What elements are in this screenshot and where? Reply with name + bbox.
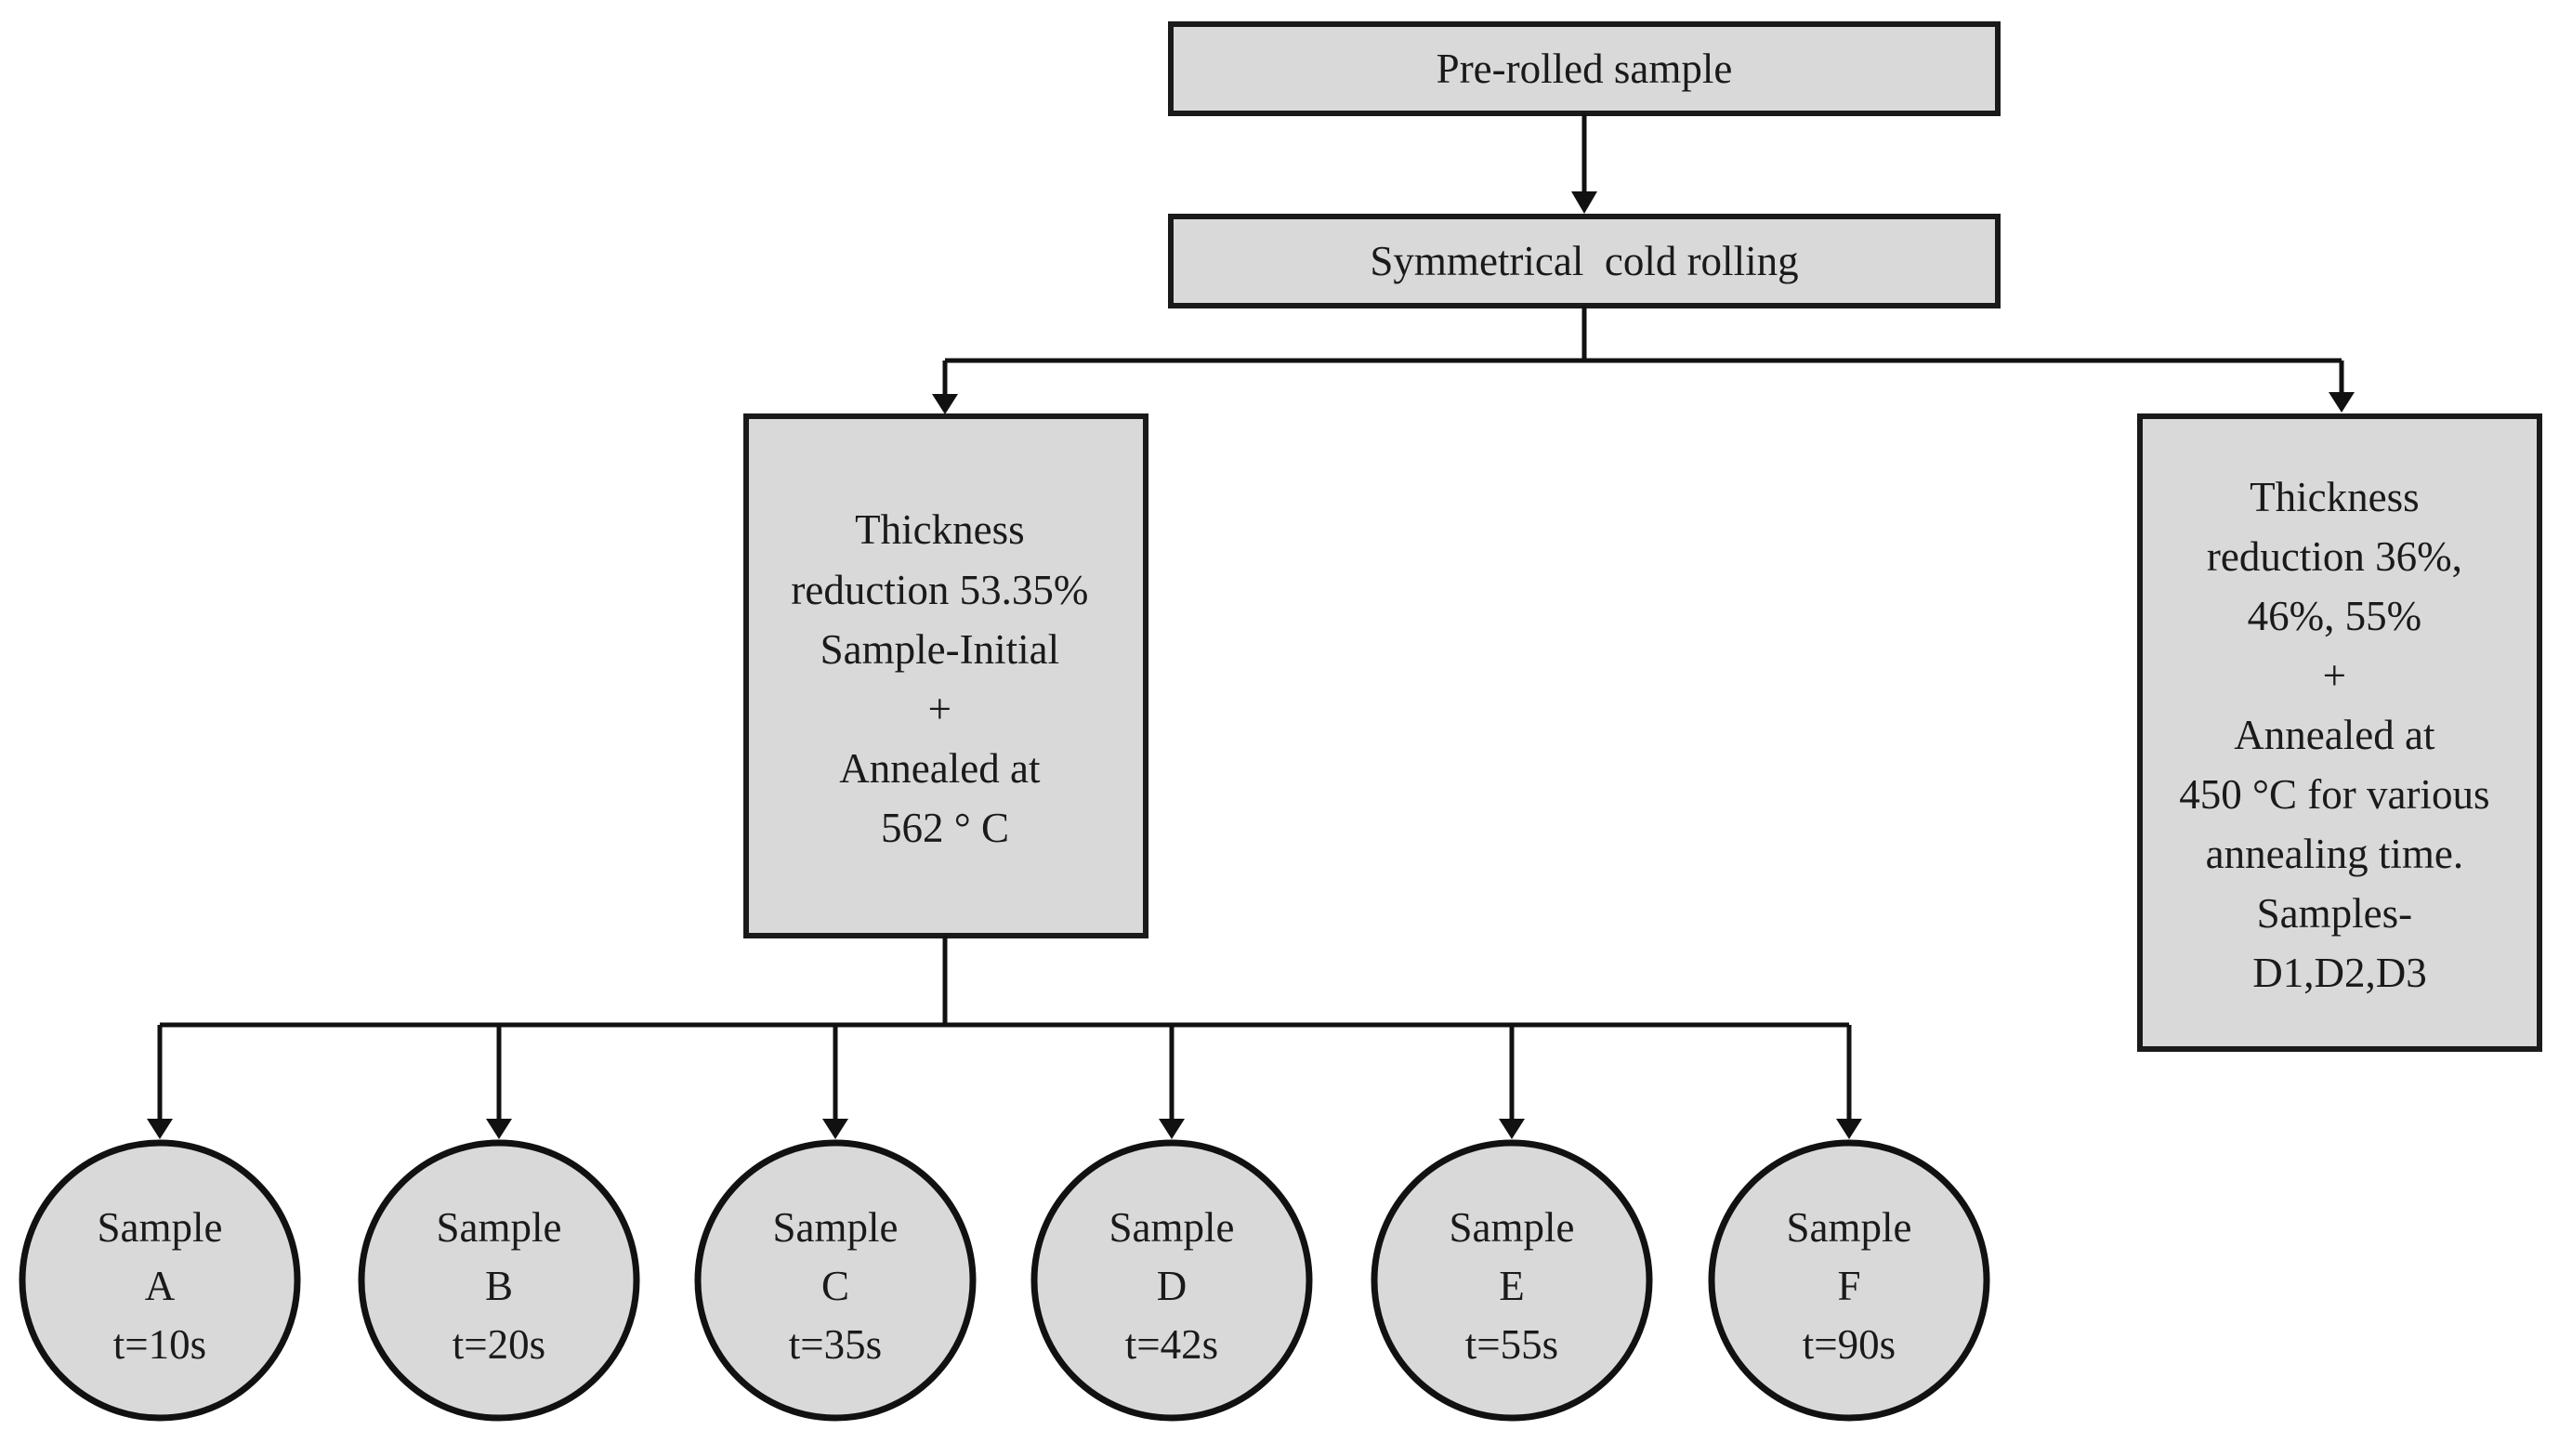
arrowhead-right-box xyxy=(2329,392,2355,413)
left-line-5: Annealed at xyxy=(839,745,1041,792)
right-process-box xyxy=(2137,413,2542,1052)
pre-rolled-sample-node: Pre-rolled sample xyxy=(1168,21,2001,116)
right-line-1: Thickness xyxy=(2250,474,2419,520)
sample-letter-b: B xyxy=(485,1263,513,1309)
sample-title-b: Sample xyxy=(437,1204,562,1251)
arrowhead-sample-d xyxy=(1159,1119,1185,1139)
right-line-5: Annealed at xyxy=(2234,712,2435,758)
right-line-7: annealing time. xyxy=(2206,831,2463,877)
sample-letter-f: F xyxy=(1837,1263,1860,1309)
sample-circle-d xyxy=(1030,1139,1313,1422)
arrowhead-left-box xyxy=(932,394,958,414)
left-line-2: reduction 53.35% xyxy=(791,567,1088,613)
sample-title-c: Sample xyxy=(773,1204,899,1251)
pre-rolled-sample-box xyxy=(1168,21,2001,116)
sample-circle-b xyxy=(358,1139,640,1422)
right-line-9: D1,D2,D3 xyxy=(2252,950,2427,996)
pre-rolled-sample-label: Pre-rolled sample xyxy=(1437,46,1733,92)
right-line-3: 46%, 55% xyxy=(2248,593,2421,639)
sample-letter-c: C xyxy=(821,1263,849,1309)
sample-time-f: t=90s xyxy=(1803,1321,1896,1368)
sample-time-a: t=10s xyxy=(113,1321,206,1368)
cold-rolling-node: Symmetrical cold rolling xyxy=(1168,214,2001,308)
left-process-box xyxy=(743,413,1148,938)
arrowhead-sample-f xyxy=(1836,1119,1862,1139)
left-line-4: + xyxy=(928,686,951,732)
arrowhead-sample-a xyxy=(147,1119,173,1139)
sample-time-d: t=42s xyxy=(1125,1321,1218,1368)
right-line-6: 450 °C for various xyxy=(2179,771,2489,818)
left-process-node: Thickness reduction 53.35% Sample-Initia… xyxy=(743,413,1148,938)
arrowhead-sample-b xyxy=(486,1119,512,1139)
arrowhead-sample-e xyxy=(1499,1119,1525,1139)
samples-group: SampleAt=10sSampleBt=20sSampleCt=35sSamp… xyxy=(19,1025,1990,1422)
right-line-2: reduction 36%, xyxy=(2207,533,2462,580)
arrowhead-sample-c xyxy=(822,1119,848,1139)
cold-rolling-box xyxy=(1168,214,2001,308)
sample-time-e: t=55s xyxy=(1465,1321,1558,1368)
sample-title-a: Sample xyxy=(98,1204,223,1251)
sample-title-e: Sample xyxy=(1450,1204,1575,1251)
left-line-1: Thickness xyxy=(855,506,1024,553)
right-line-4: + xyxy=(2323,652,2346,699)
left-line-6: 562 ° C xyxy=(881,805,1009,851)
cold-rolling-label: Symmetrical cold rolling xyxy=(1370,238,1798,284)
sample-circle-a xyxy=(19,1139,301,1422)
sample-circle-e xyxy=(1371,1139,1653,1422)
sample-letter-a: A xyxy=(145,1263,176,1309)
right-process-text: Thickness reduction 36%, 46%, 55% + Anne… xyxy=(2179,474,2500,996)
right-process-node: Thickness reduction 36%, 46%, 55% + Anne… xyxy=(2137,413,2542,1052)
sample-letter-e: E xyxy=(1499,1263,1525,1309)
sample-time-c: t=35s xyxy=(789,1321,882,1368)
left-process-text: Thickness reduction 53.35% Sample-Initia… xyxy=(791,506,1098,851)
sample-title-d: Sample xyxy=(1109,1204,1235,1251)
arrowhead-cold-rolling xyxy=(1571,191,1597,214)
right-line-8: Samples- xyxy=(2257,890,2412,937)
sample-circle-f xyxy=(1708,1139,1990,1422)
left-line-3: Sample-Initial xyxy=(820,626,1059,673)
sample-time-b: t=20s xyxy=(453,1321,545,1368)
sample-letter-d: D xyxy=(1157,1263,1188,1309)
sample-title-f: Sample xyxy=(1787,1204,1912,1251)
sample-circle-c xyxy=(694,1139,977,1422)
